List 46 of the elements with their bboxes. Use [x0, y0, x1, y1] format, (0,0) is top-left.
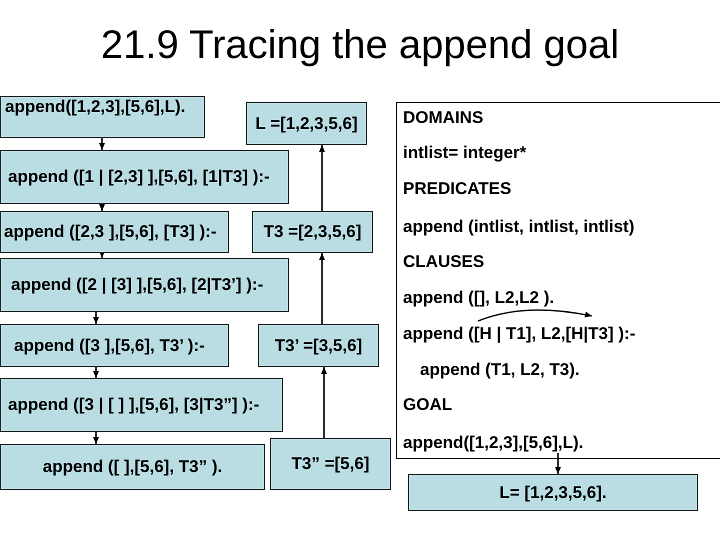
- arrow: [93, 367, 99, 378]
- result-box: [270, 438, 391, 490]
- query-box: [0, 96, 205, 138]
- goal-text: append([1,2,3],[5,6],L).: [5, 97, 186, 117]
- arrow: [319, 145, 325, 211]
- code-line: append (T1, L2, T3).: [420, 360, 580, 380]
- slide-title: 21.9 Tracing the append goal: [100, 22, 620, 68]
- section-heading: GOAL: [403, 395, 452, 415]
- clause-box: [0, 378, 283, 432]
- goal-text: append ([1 | [2,3] ],[5,6], [1|T3] ):-: [8, 167, 270, 187]
- result-box: [252, 211, 373, 253]
- binding-text: T3” =[5,6]: [292, 454, 370, 474]
- arrow: [99, 204, 105, 211]
- clause-box: [0, 324, 229, 367]
- arrow: [555, 453, 561, 474]
- goal-query-text: append([1,2,3],[5,6],L).: [403, 433, 584, 453]
- code-line: append ([], L2,L2 ).: [403, 288, 554, 308]
- arrow: [99, 251, 105, 258]
- goal-text: append ([2,3 ],[5,6], [T3] ):-: [4, 222, 216, 242]
- section-heading: PREDICATES: [403, 179, 512, 199]
- clause-box: [0, 150, 289, 204]
- clause-box: [0, 211, 229, 253]
- binding-text: T3’ =[3,5,6]: [274, 336, 362, 356]
- binding-text: L =[1,2,3,5,6]: [255, 114, 358, 134]
- arrow: [321, 367, 327, 438]
- arrow: [93, 312, 99, 324]
- clause-box: [0, 444, 265, 490]
- result-box: [408, 474, 698, 511]
- code-line: append (intlist, intlist, intlist): [403, 217, 634, 237]
- arrow: [93, 432, 99, 444]
- goal-text: append ([2 | [3] ],[5,6], [2|T3’] ):-: [11, 275, 264, 295]
- binding-text: T3 =[2,3,5,6]: [264, 222, 362, 242]
- result-box: [258, 324, 379, 367]
- section-heading: DOMAINS: [403, 108, 484, 128]
- answer-text: L= [1,2,3,5,6].: [499, 482, 607, 502]
- clause-box: [0, 258, 289, 312]
- goal-text: append ([ ],[5,6], T3” ).: [42, 457, 222, 477]
- code-line: intlist= integer*: [403, 143, 526, 163]
- result-box: [246, 102, 367, 145]
- arrow: [99, 138, 105, 150]
- arrow: [319, 253, 325, 324]
- program-panel: [396, 102, 720, 459]
- goal-text: append ([3 ],[5,6], T3’ ):-: [14, 336, 205, 356]
- section-heading: CLAUSES: [403, 252, 484, 272]
- goal-text: append ([3 | [ ] ],[5,6], [3|T3”] ):-: [8, 395, 260, 415]
- code-line: append ([H | T1], L2,[H|T3] ):-: [403, 324, 636, 344]
